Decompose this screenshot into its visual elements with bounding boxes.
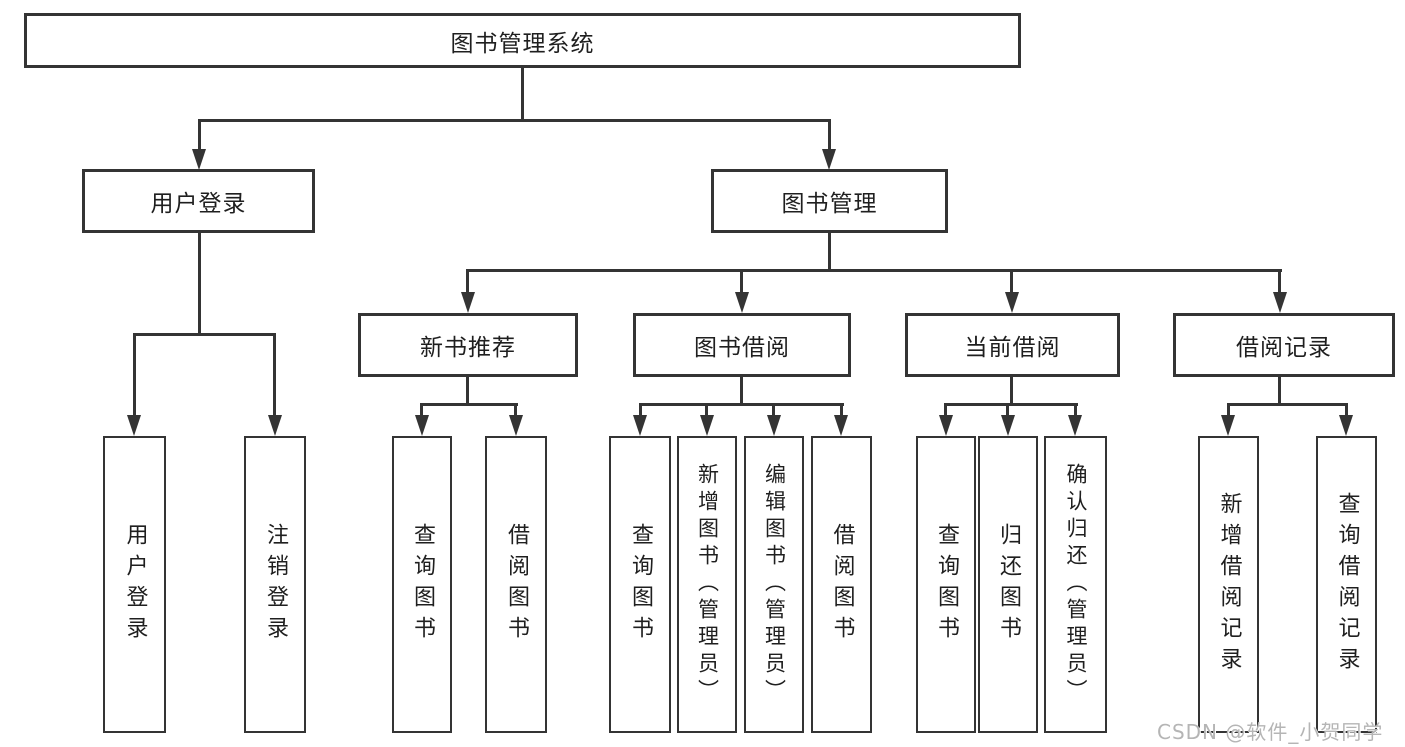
connector-line [467, 269, 1282, 272]
connector-line [740, 269, 743, 295]
arrow-down-icon [1001, 415, 1015, 436]
connector-line [639, 403, 642, 417]
arrow-down-icon [1221, 415, 1235, 436]
arrow-down-icon [127, 415, 141, 436]
node-label: 当前借阅 [964, 335, 1061, 361]
connector-line [198, 119, 201, 149]
node-borrowing-records: 借阅记录 [1173, 313, 1395, 377]
node-book-management-branch: 图书管理 [711, 169, 948, 233]
leaf-query-books-recommend: 查询图书 [392, 436, 452, 733]
node-book-borrowing: 图书借阅 [633, 313, 851, 377]
node-label: 用户登录 [122, 522, 148, 647]
leaf-borrow-books-borrowing: 借阅图书 [811, 436, 872, 733]
connector-line [466, 269, 469, 295]
connector-line [1345, 403, 1348, 417]
arrow-down-icon [939, 415, 953, 436]
connector-line [1010, 269, 1013, 295]
connector-line [421, 403, 518, 406]
connector-line [273, 333, 276, 416]
connector-line [1278, 269, 1281, 295]
arrow-down-icon [633, 415, 647, 436]
node-label: 图书借阅 [694, 335, 790, 361]
leaf-add-borrow-record: 新增借阅记录 [1198, 436, 1259, 733]
arrow-down-icon [509, 415, 523, 436]
leaf-logout: 注销登录 [244, 436, 306, 733]
node-label: 图书管理系统 [450, 30, 595, 57]
node-label: 新增图书（管理员） [695, 463, 720, 706]
connector-line [1278, 377, 1281, 405]
node-label: 确认归还（管理员） [1064, 463, 1088, 706]
leaf-user-login: 用户登录 [103, 436, 166, 733]
leaf-query-books-borrowing: 查询图书 [609, 436, 671, 733]
node-label: 借阅图书 [829, 522, 855, 647]
connector-line [828, 233, 831, 271]
node-library-management-system: 图书管理系统 [24, 13, 1021, 68]
connector-line [1006, 403, 1009, 417]
connector-line [740, 377, 743, 405]
node-label: 新书推荐 [420, 335, 516, 361]
arrow-down-icon [268, 415, 282, 436]
connector-line [828, 119, 831, 149]
node-label: 新增借阅记录 [1216, 491, 1242, 678]
node-current-borrowing: 当前借阅 [905, 313, 1120, 377]
leaf-edit-books-admin: 编辑图书（管理员） [744, 436, 804, 733]
node-new-book-recommend: 新书推荐 [358, 313, 578, 377]
arrow-down-icon [192, 149, 206, 170]
csdn-watermark: CSDN @软件_小贺同学 [1157, 720, 1384, 744]
node-label: 归还图书 [996, 522, 1021, 647]
arrow-down-icon [834, 415, 848, 436]
leaf-return-books: 归还图书 [978, 436, 1038, 733]
arrow-down-icon [1339, 415, 1353, 436]
node-user-login-branch: 用户登录 [82, 169, 315, 233]
connector-line [1227, 403, 1230, 417]
node-label: 图书管理 [781, 191, 878, 217]
connector-line [133, 333, 276, 336]
connector-line [1010, 377, 1013, 405]
connector-line [514, 403, 517, 417]
connector-line [639, 403, 844, 406]
leaf-query-borrow-record: 查询借阅记录 [1316, 436, 1377, 733]
node-label: 用户登录 [150, 191, 247, 217]
leaf-borrow-books-recommend: 借阅图书 [485, 436, 547, 733]
arrow-down-icon [415, 415, 429, 436]
node-label: 查询图书 [410, 522, 435, 647]
connector-line [772, 403, 775, 417]
leaf-add-books-admin: 新增图书（管理员） [677, 436, 737, 733]
node-label: 查询图书 [628, 522, 653, 647]
leaf-confirm-return-admin: 确认归还（管理员） [1044, 436, 1107, 733]
arrow-down-icon [1005, 292, 1019, 313]
node-label: 借阅记录 [1236, 335, 1332, 361]
connector-line [840, 403, 843, 417]
node-label: 查询图书 [934, 522, 959, 647]
connector-line [944, 403, 947, 417]
connector-line [944, 403, 1078, 406]
connector-line [420, 403, 423, 417]
arrow-down-icon [700, 415, 714, 436]
arrow-down-icon [822, 149, 836, 170]
connector-line [1074, 403, 1077, 417]
node-label: 编辑图书（管理员） [762, 463, 787, 706]
connector-line [133, 333, 136, 416]
node-label: 注销登录 [263, 522, 288, 647]
connector-line [521, 68, 524, 120]
connector-line [198, 119, 831, 122]
leaf-query-books-current: 查询图书 [916, 436, 976, 733]
arrow-down-icon [735, 292, 749, 313]
node-label: 查询借阅记录 [1334, 491, 1360, 678]
arrow-down-icon [1068, 415, 1082, 436]
node-label: 借阅图书 [504, 522, 529, 647]
connector-line [466, 377, 469, 405]
arrow-down-icon [767, 415, 781, 436]
arrow-down-icon [1273, 292, 1287, 313]
connector-line [705, 403, 708, 417]
arrow-down-icon [461, 292, 475, 313]
connector-line [1227, 403, 1348, 406]
connector-line [198, 233, 201, 334]
